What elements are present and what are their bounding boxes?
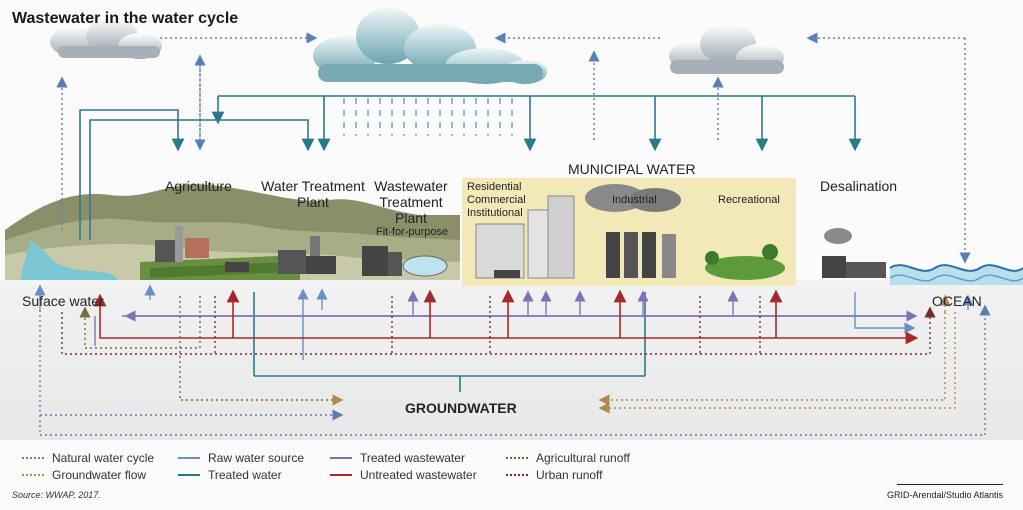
fit-for-purpose-label: Fit-for-purpose — [376, 226, 449, 238]
legend-label-untreated-wastewater: Untreated wastewater — [360, 468, 477, 482]
municipal-water-label: MUNICIPAL WATER — [568, 161, 696, 177]
legend-swatch-raw — [178, 457, 200, 459]
surface-water-label: Suface water — [22, 293, 104, 309]
legend-item-untreated-wastewater: Untreated wastewater — [330, 467, 477, 483]
legend-swatch-treated-wastewater — [330, 457, 352, 459]
legend-label-natural: Natural water cycle — [52, 451, 155, 465]
buildings — [155, 184, 886, 280]
legend-label-urban-runoff: Urban runoff — [536, 468, 603, 482]
legend-item-agricultural-runoff: Agricultural runoff — [506, 450, 630, 466]
residential-label-group: Residential Commercial Institutional — [467, 181, 526, 220]
groundwater-label: GROUNDWATER — [405, 400, 517, 416]
ocean-label: OCEAN — [932, 293, 982, 309]
institutional-label: Institutional — [467, 207, 523, 219]
urban-runoff-flows — [61, 296, 936, 355]
agricultural-runoff-flows — [79, 296, 344, 406]
water-treatment-label: Water Treatment Plant — [258, 178, 368, 210]
legend-swatch-agricultural-runoff — [506, 457, 528, 459]
commercial-label: Commercial — [467, 194, 526, 206]
raw-water-flows — [34, 284, 974, 360]
wastewater-treatment-label-line3: Plant — [395, 210, 427, 226]
desalination-label: Desalination — [820, 178, 898, 194]
credit-divider — [897, 484, 1003, 485]
legend-label-treated-wastewater: Treated wastewater — [360, 451, 465, 465]
natural-cycle-flows — [39, 32, 991, 436]
credit-note: GRID-Arendal/Studio Atlantis — [886, 490, 1003, 500]
legend-item-urban-runoff: Urban runoff — [506, 467, 603, 483]
cloud-center — [313, 8, 547, 84]
rain — [343, 98, 513, 136]
legend-swatch-treated — [178, 474, 200, 476]
water-treatment-label-line2: Plant — [297, 194, 329, 210]
cloud-right — [669, 24, 784, 74]
legend-swatch-groundwater — [22, 474, 44, 476]
legend-swatch-natural — [22, 457, 44, 459]
underground-area — [0, 280, 1023, 440]
legend: Natural water cycle Groundwater flow Raw… — [0, 446, 1023, 486]
landscape — [5, 184, 1023, 285]
treated-water-flows — [79, 95, 862, 392]
legend-label-agricultural-runoff: Agricultural runoff — [536, 451, 630, 465]
legend-item-natural: Natural water cycle — [22, 450, 154, 466]
legend-label-raw: Raw water source — [208, 451, 305, 465]
untreated-wastewater-flows — [93, 289, 919, 345]
treated-wastewater-flows — [94, 290, 918, 346]
legend-swatch-untreated-wastewater — [330, 474, 352, 476]
water-treatment-label-line1: Water Treatment — [261, 178, 365, 194]
wastewater-treatment-label-line2: Treatment — [379, 194, 443, 210]
legend-item-raw: Raw water source — [178, 450, 304, 466]
residential-label: Residential — [467, 181, 522, 193]
agriculture-label: Agriculture — [165, 178, 232, 194]
legend-item-treated: Treated water — [178, 467, 282, 483]
legend-label-treated: Treated water — [208, 468, 282, 482]
industrial-label: Industrial — [612, 194, 657, 206]
cloud-left — [50, 18, 162, 59]
legend-label-groundwater: Groundwater flow — [52, 468, 147, 482]
page-title: Wastewater in the water cycle — [12, 10, 239, 27]
wastewater-treatment-label-line1: Wastewater — [374, 178, 448, 194]
groundwater-flows — [598, 294, 956, 414]
legend-item-groundwater: Groundwater flow — [22, 467, 146, 483]
source-note: Source: WWAP, 2017. — [12, 490, 101, 500]
recreational-label: Recreational — [718, 194, 780, 206]
legend-swatch-urban-runoff — [506, 474, 528, 476]
clouds — [50, 8, 784, 84]
wastewater-treatment-label: Wastewater Treatment Plant — [368, 178, 454, 226]
legend-item-treated-wastewater: Treated wastewater — [330, 450, 465, 466]
